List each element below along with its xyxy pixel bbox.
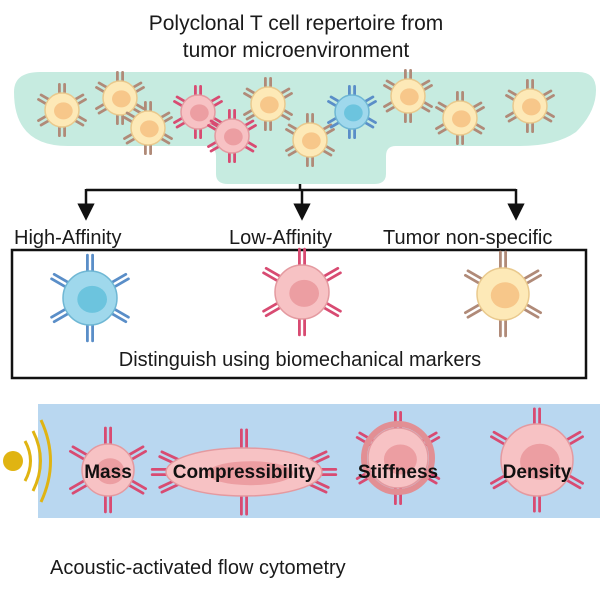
compressibility-cell xyxy=(150,428,338,516)
footer-caption: Acoustic-activated flow cytometry xyxy=(50,557,346,579)
marker-compressibility: Compressibility xyxy=(173,462,316,483)
title-line-1: Polyclonal T cell repertoire from xyxy=(149,12,444,35)
tme-t-cell-8 xyxy=(327,84,377,140)
mass-cell xyxy=(68,426,148,514)
marker-stiffness: Stiffness xyxy=(358,462,438,483)
tme-t-cell-11 xyxy=(505,78,555,134)
tme-t-cell-9 xyxy=(383,68,433,124)
tme-t-cell-1 xyxy=(37,82,87,138)
classified-cells xyxy=(50,247,543,343)
acoustic-wave-2 xyxy=(31,430,42,492)
tme-t-cell-10 xyxy=(435,90,485,146)
stiffness-cell xyxy=(355,410,441,506)
label-high-affinity: High-Affinity xyxy=(14,227,121,249)
tme-t-cell-3 xyxy=(123,100,173,156)
acoustic-wave-3 xyxy=(39,419,52,503)
density-cell xyxy=(490,407,584,513)
branch-arrows xyxy=(77,184,525,221)
distinguish-caption: Distinguish using biomechanical markers xyxy=(119,349,481,371)
marker-cells xyxy=(68,407,584,516)
tme-cell-cluster xyxy=(37,68,555,168)
acoustic-emitter-icon xyxy=(3,451,23,471)
high-affinity-cell xyxy=(50,253,130,343)
non-specific-cell xyxy=(463,250,543,338)
marker-density: Density xyxy=(503,462,572,483)
label-low-affinity: Low-Affinity xyxy=(229,227,332,249)
label-tumor-non-specific: Tumor non-specific xyxy=(383,227,552,249)
tme-t-cell-6 xyxy=(243,76,293,132)
marker-mass: Mass xyxy=(84,462,132,483)
tme-t-cell-4 xyxy=(173,84,223,140)
tme-t-cell-5 xyxy=(207,108,257,164)
acoustic-wave-1 xyxy=(23,440,32,482)
acoustic-source xyxy=(3,419,52,503)
title-line-2: tumor microenvironment xyxy=(183,39,410,62)
tme-t-cell-7 xyxy=(285,112,335,168)
low-affinity-cell xyxy=(262,247,342,337)
tme-t-cell-2 xyxy=(95,70,145,126)
